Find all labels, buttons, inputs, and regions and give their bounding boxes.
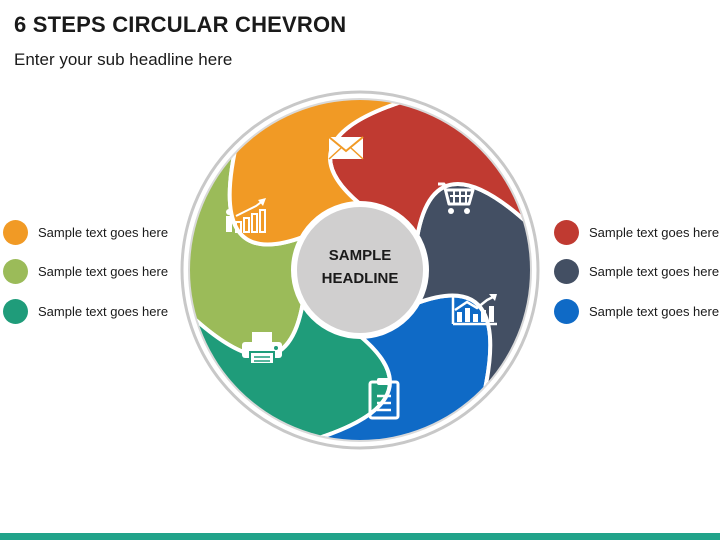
legend-text: Sample text goes here <box>589 224 720 240</box>
legend-text: Sample text goes here <box>38 263 169 279</box>
legend-text: Sample text goes here <box>38 224 169 240</box>
legend-dot-red <box>554 219 579 245</box>
footer-accent-bar <box>0 533 720 540</box>
legend-dot-teal <box>3 298 28 324</box>
center-headline-line1: SAMPLE <box>328 247 392 264</box>
legend-dot-slate <box>554 258 579 284</box>
shopping-cart-icon <box>438 182 475 214</box>
clipboard-icon <box>368 378 400 420</box>
legend-item-left-1: Sample text goes here <box>3 219 168 245</box>
legend-dot-green <box>3 258 28 284</box>
legend-text: Sample text goes here <box>589 263 720 279</box>
legend-item-left-2: Sample text goes here <box>3 258 168 284</box>
printer-icon <box>242 332 282 365</box>
line-chart-icon <box>451 294 497 326</box>
legend-item-right-3: Sample text goes here <box>554 298 719 324</box>
legend-item-left-3: Sample text goes here <box>3 298 168 324</box>
center-headline-line2: HEADLINE <box>321 270 399 287</box>
legend-text: Sample text goes here <box>589 303 720 319</box>
page-title: 6 STEPS CIRCULAR CHEVRON <box>14 12 347 37</box>
legend-text: Sample text goes here <box>38 303 169 319</box>
envelope-icon <box>328 136 364 160</box>
center-headline: SAMPLE HEADLINE <box>300 244 420 290</box>
legend-dot-orange <box>3 219 28 245</box>
icons-group <box>226 136 497 420</box>
legend-item-right-2: Sample text goes here <box>554 258 719 284</box>
legend-dot-blue <box>554 298 579 324</box>
page-subtitle: Enter your sub headline here <box>14 50 233 69</box>
growth-bar-chart-icon <box>226 198 266 233</box>
legend-item-right-1: Sample text goes here <box>554 219 719 245</box>
center-circle <box>291 201 429 339</box>
